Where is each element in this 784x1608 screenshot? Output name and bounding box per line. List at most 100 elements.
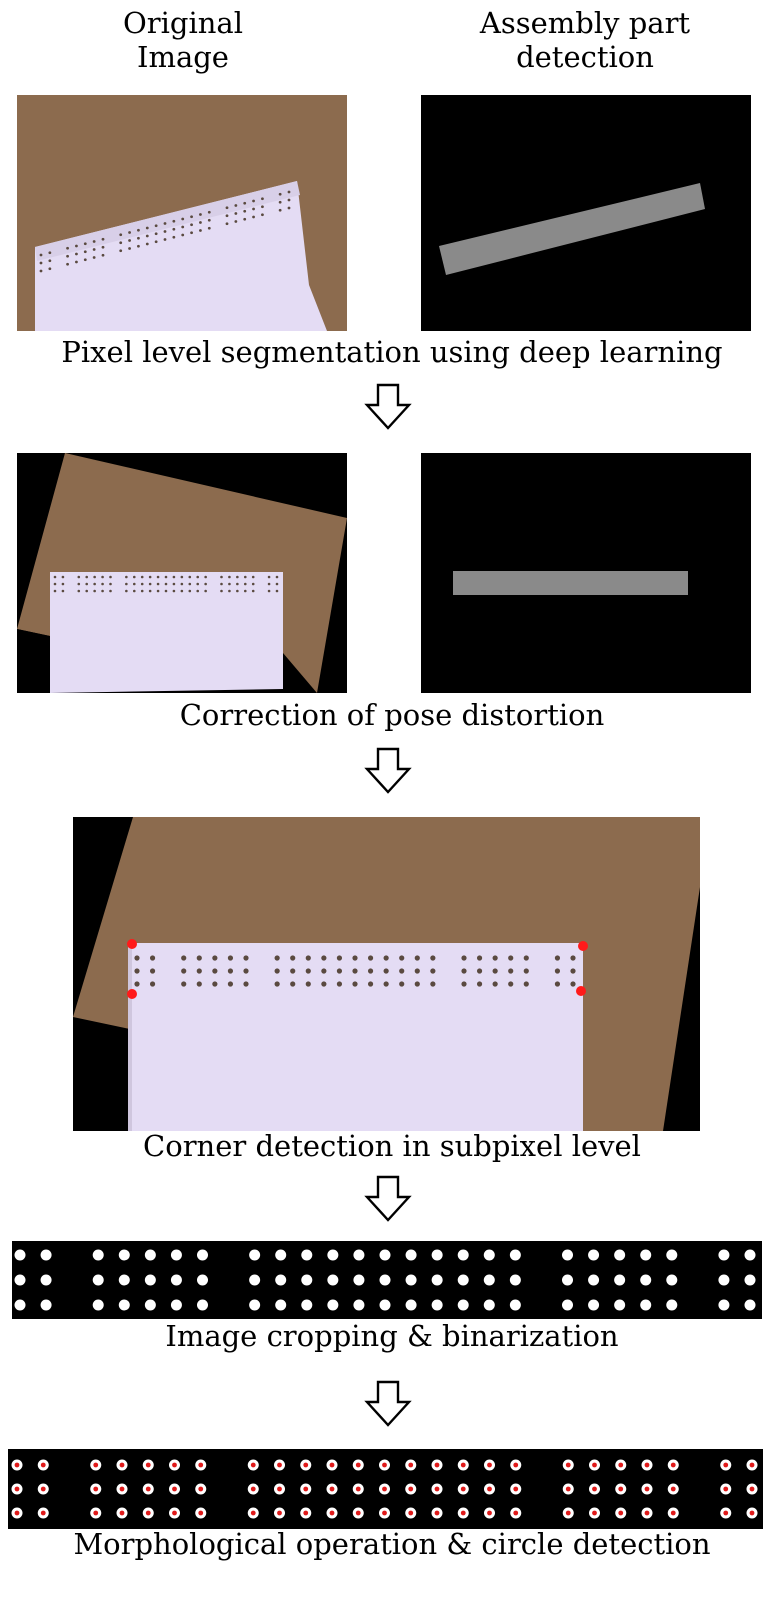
binary-blob: [144, 1274, 156, 1286]
plate-hole: [251, 575, 255, 579]
plate-hole: [243, 955, 249, 961]
plate-hole: [243, 582, 247, 586]
step2-caption: Correction of pose distortion: [179, 698, 605, 732]
detected-circle-center: [172, 1462, 177, 1468]
binary-blob: [144, 1249, 156, 1261]
detected-circle-center: [93, 1510, 99, 1516]
plate-hole: [199, 229, 202, 232]
plate-hole: [92, 240, 96, 243]
plate-hole: [287, 206, 291, 210]
plate-hole: [243, 209, 247, 213]
plate-hole: [352, 955, 358, 961]
binary-blob: [275, 1249, 287, 1261]
plate-hole: [204, 582, 207, 586]
plate-hole: [75, 260, 78, 264]
plate-hole: [85, 575, 89, 579]
plate-hole: [236, 589, 239, 593]
header-detection-line2: detection: [516, 40, 654, 74]
detected-circle-center: [723, 1510, 729, 1516]
plate-hole: [234, 220, 238, 223]
plate-hole: [188, 582, 192, 586]
plate-hole: [172, 227, 176, 231]
plate-hole: [137, 228, 140, 232]
plate-hole: [199, 221, 202, 224]
binary-blob: [14, 1249, 26, 1261]
plate-hole: [125, 575, 128, 579]
binary-blob: [483, 1299, 495, 1311]
plate-hole: [180, 589, 184, 593]
detected-circle-center: [592, 1486, 597, 1492]
detected-circle-center: [172, 1486, 177, 1492]
binary-blob: [666, 1299, 678, 1311]
plate-hole: [163, 222, 167, 225]
detected-circle-center: [487, 1462, 492, 1468]
corner-detection-panel: [73, 817, 700, 1131]
plate-hole: [137, 244, 140, 248]
detected-circle-center: [198, 1462, 204, 1468]
detected-circle-center: [172, 1510, 177, 1516]
plate-hole: [383, 955, 389, 961]
plate-hole: [261, 213, 264, 217]
plate-hole: [145, 234, 149, 238]
plate-hole: [66, 246, 69, 250]
binary-blob: [197, 1249, 208, 1261]
plate-hole: [251, 582, 255, 586]
header-original-line2: Image: [137, 40, 229, 74]
binary-blob: [144, 1299, 156, 1311]
header-assembly-detection: Assembly part detection: [450, 6, 720, 74]
plate-hole: [212, 968, 218, 974]
plate-hole: [476, 968, 483, 974]
plate-hole: [275, 582, 279, 586]
detected-circle-center: [329, 1486, 335, 1492]
plate-hole: [275, 575, 279, 579]
binary-blob: [562, 1274, 573, 1286]
plate-hole: [85, 582, 89, 586]
plate-hole: [430, 981, 436, 987]
corner-marker: [578, 941, 588, 951]
plate-hole: [275, 589, 279, 593]
plate-hole: [414, 981, 420, 987]
detected-circle-center: [303, 1486, 309, 1492]
detected-circle-center: [303, 1462, 309, 1468]
plate-hole: [154, 224, 158, 228]
binary-blob: [327, 1299, 339, 1311]
plate-hole: [181, 225, 185, 229]
plate-hole: [125, 589, 128, 593]
binary-blob: [118, 1274, 130, 1286]
detected-circle-center: [749, 1486, 755, 1492]
plate-hole: [77, 582, 81, 586]
plate-hole: [305, 955, 311, 961]
detected-circle-center: [14, 1462, 20, 1468]
plate-hole: [154, 240, 158, 244]
binary-blob: [40, 1274, 52, 1286]
binary-blob: [718, 1299, 730, 1311]
header-original-image: Original Image: [88, 6, 278, 74]
corner-marker: [127, 939, 137, 949]
binary-blob: [457, 1299, 469, 1311]
plate-hole: [48, 259, 52, 263]
detected-circle-center: [355, 1510, 361, 1516]
binary-blob: [118, 1249, 130, 1261]
plate-hole: [321, 981, 327, 987]
detected-circle-center: [93, 1462, 99, 1468]
binary-blob: [614, 1299, 626, 1311]
detected-circle-center: [618, 1510, 624, 1516]
plate-hole: [508, 955, 514, 961]
plate-hole: [290, 955, 296, 961]
plate-hole: [278, 208, 282, 212]
plate-hole: [414, 955, 420, 961]
down-arrow-icon: [364, 383, 412, 431]
detected-circle-center: [145, 1510, 151, 1516]
binary-blob: [640, 1249, 652, 1261]
plate-hole: [236, 575, 239, 579]
binary-blob: [562, 1299, 573, 1311]
binary-blob: [249, 1299, 261, 1311]
step1-caption: Pixel level segmentation using deep lear…: [61, 335, 723, 369]
plate-hole: [83, 250, 87, 254]
plate-hole: [53, 582, 57, 586]
plate-hole: [508, 968, 514, 974]
plate-hole: [367, 981, 374, 987]
plate-hole: [228, 589, 231, 593]
plate-hole: [243, 201, 247, 205]
plate-hole: [75, 252, 78, 256]
